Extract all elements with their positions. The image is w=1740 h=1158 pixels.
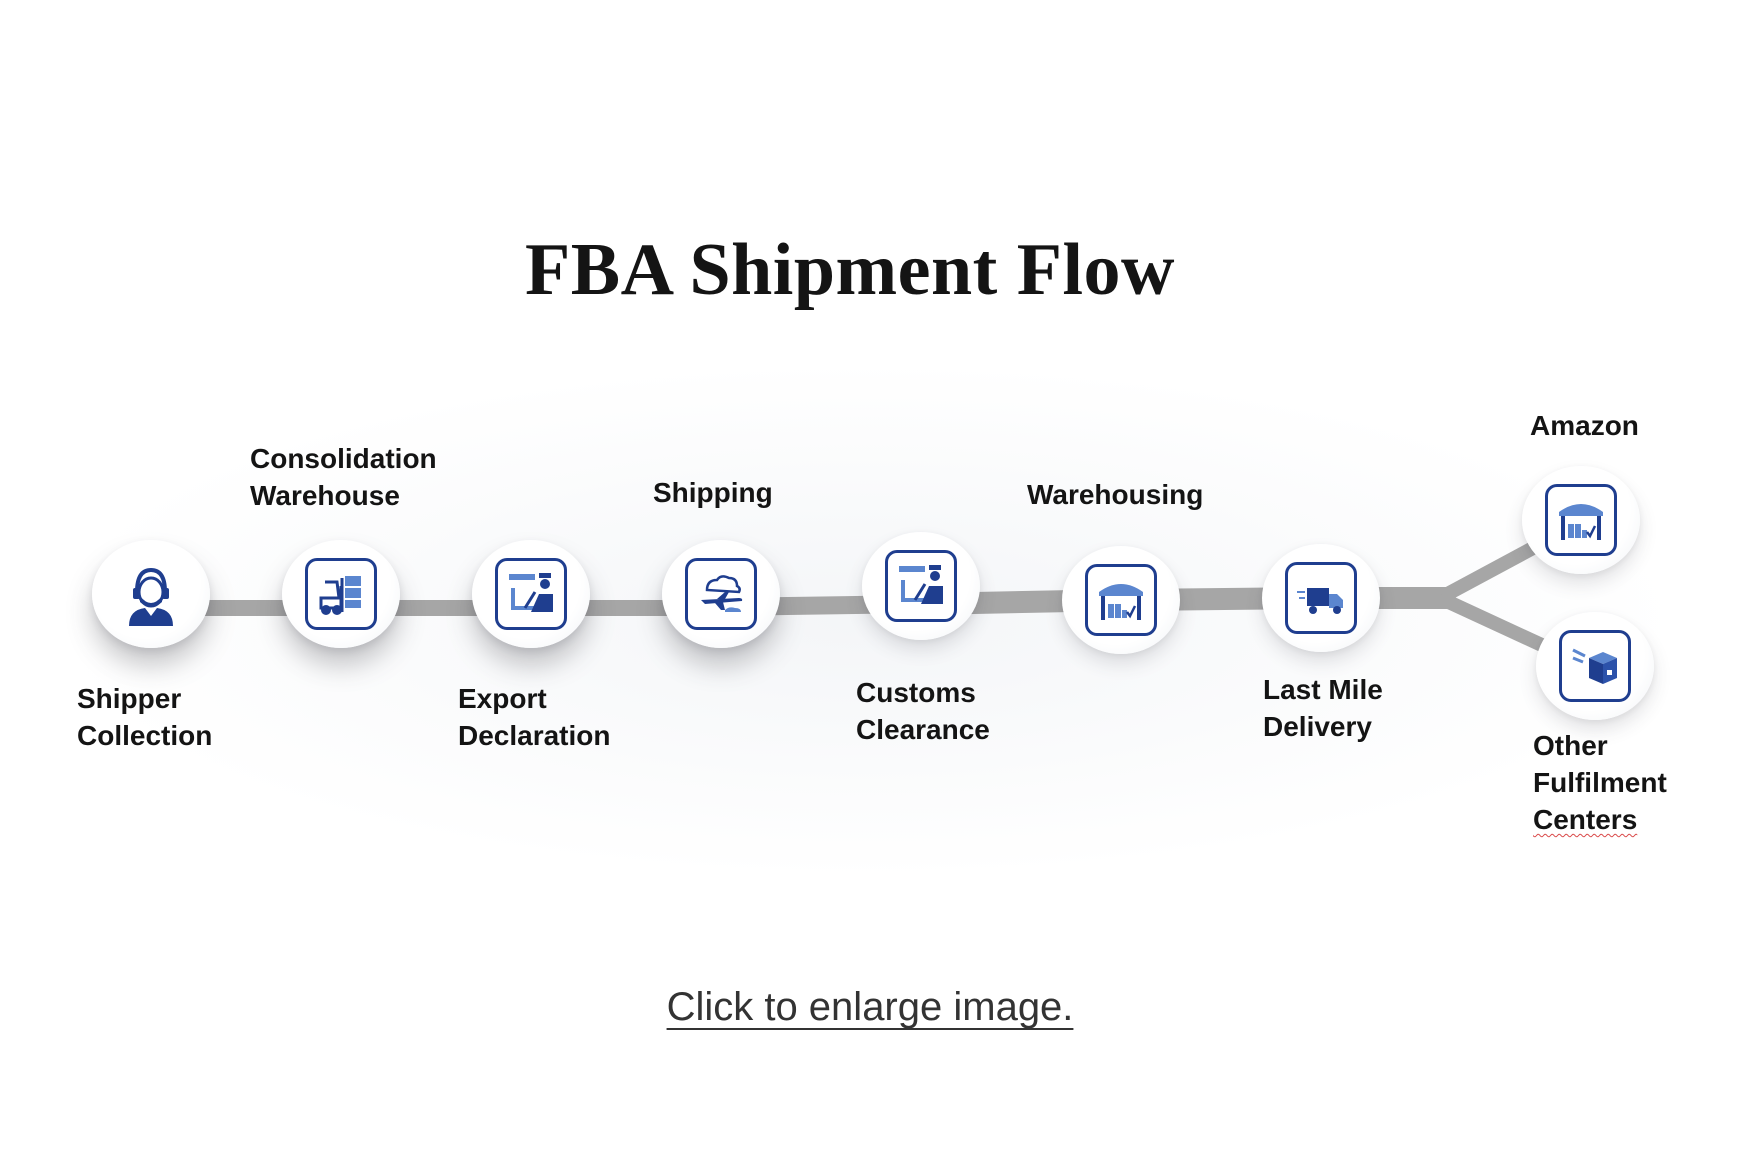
enlarge-image-link[interactable]: Click to enlarge image. — [666, 985, 1074, 1029]
label-amazon: Amazon — [1530, 410, 1639, 441]
node-amazon — [1522, 466, 1640, 574]
forklift-icon — [319, 576, 361, 615]
person-headset-icon — [129, 567, 173, 626]
node-export-declaration — [472, 540, 590, 648]
customs-officer-icon — [509, 573, 553, 612]
icon-tile — [885, 550, 957, 622]
delivery-truck-icon — [1297, 588, 1343, 614]
node-shipper-collection — [92, 540, 210, 648]
customs-officer-icon — [899, 565, 943, 604]
icon-tile — [1545, 484, 1617, 556]
icon-tile — [495, 558, 567, 630]
warehouse-icon — [1559, 504, 1603, 540]
node-consolidation-warehouse — [282, 540, 400, 648]
node-last-mile-delivery — [1262, 544, 1380, 652]
icon-tile — [1559, 630, 1631, 702]
icon-tile — [1085, 564, 1157, 636]
node-shipping — [662, 540, 780, 648]
node-other-fulfilment-centers — [1536, 612, 1654, 720]
icon-tile — [1285, 562, 1357, 634]
icon-tile — [305, 558, 377, 630]
node-customs-clearance — [862, 532, 980, 640]
label-other-fulfilment-centers: Other Fulfilment Centers — [1533, 730, 1667, 835]
enlarge-caption: Click to enlarge image. — [0, 985, 1740, 1030]
warehouse-icon — [1099, 584, 1143, 620]
icon-tile — [685, 558, 757, 630]
airplane-icon — [701, 575, 743, 612]
node-warehousing — [1062, 546, 1180, 654]
page-title: FBA Shipment Flow — [525, 229, 1175, 311]
label-warehousing: Warehousing — [1027, 479, 1204, 510]
package-icon — [1572, 648, 1617, 684]
label-shipping: Shipping — [653, 477, 773, 508]
